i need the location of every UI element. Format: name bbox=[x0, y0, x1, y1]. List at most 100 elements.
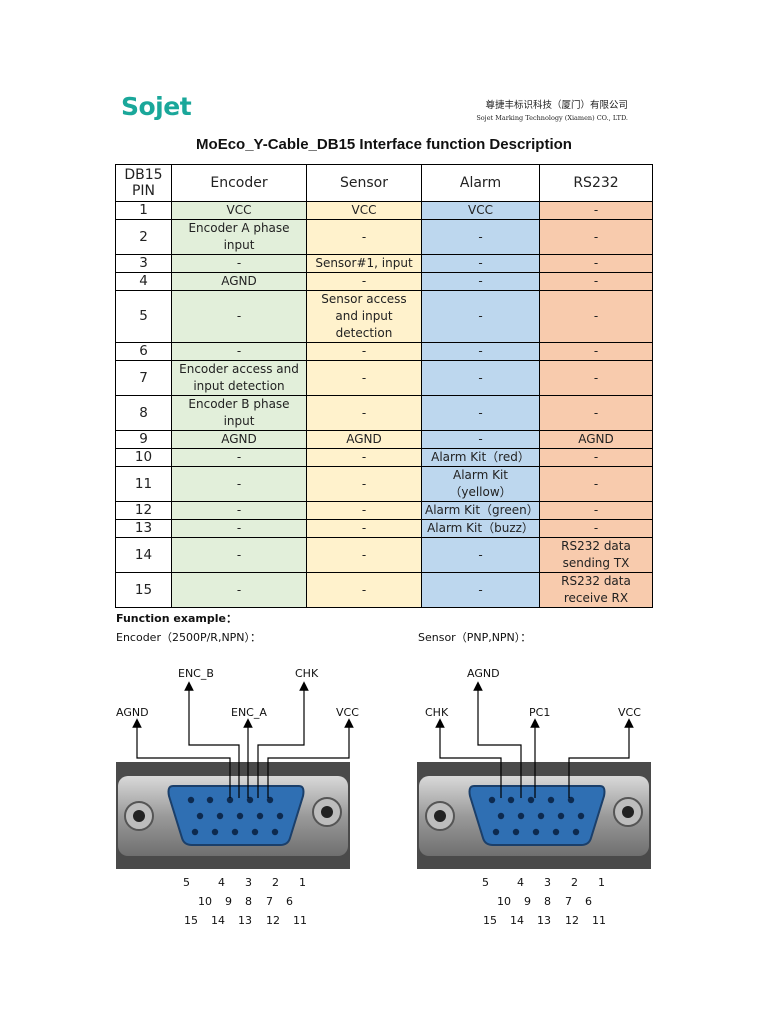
pin-number-label: 10 bbox=[497, 895, 511, 908]
pin-number-label: 15 bbox=[483, 914, 497, 927]
table-row: 11--Alarm Kit（yellow）- bbox=[115, 466, 653, 502]
rs232-cell: - bbox=[539, 272, 653, 291]
table-row: 5-Sensor access and input detection-- bbox=[115, 290, 653, 343]
encoder-cell: - bbox=[171, 342, 307, 361]
pin-number-label: 10 bbox=[198, 895, 212, 908]
document-title: MoEco_Y-Cable_DB15 Interface function De… bbox=[196, 136, 572, 153]
enc-label-enc-a: ENC_A bbox=[231, 706, 267, 719]
alarm-cell: - bbox=[421, 537, 540, 573]
sensor-cell: - bbox=[306, 466, 422, 502]
sensor-cell: - bbox=[306, 501, 422, 520]
pin-number-cell: 5 bbox=[115, 290, 172, 343]
encoder-wiring bbox=[132, 681, 354, 798]
pin-number-label: 8 bbox=[245, 895, 252, 908]
sen-label-vcc: VCC bbox=[618, 706, 641, 719]
pin-number-cell: 1 bbox=[115, 201, 172, 220]
alarm-cell: Alarm Kit（green） bbox=[421, 501, 540, 520]
pin-number-label: 9 bbox=[225, 895, 232, 908]
alarm-cell: - bbox=[421, 360, 540, 396]
sensor-cell: - bbox=[306, 395, 422, 431]
sensor-cell: AGND bbox=[306, 430, 422, 449]
alarm-cell: - bbox=[421, 430, 540, 449]
alarm-cell: - bbox=[421, 254, 540, 273]
pin-number-label: 7 bbox=[565, 895, 572, 908]
sen-label-agnd: AGND bbox=[467, 667, 500, 680]
encoder-connector-image bbox=[116, 762, 350, 869]
encoder-cell: - bbox=[171, 537, 307, 573]
pin-number-label: 3 bbox=[544, 876, 551, 889]
pin-number-label: 3 bbox=[245, 876, 252, 889]
pin-number-label: 5 bbox=[183, 876, 190, 889]
sensor-socket-holes bbox=[488, 796, 585, 836]
rs232-cell: - bbox=[539, 254, 653, 273]
pin-number-label: 1 bbox=[598, 876, 605, 889]
pin-number-label: 14 bbox=[211, 914, 225, 927]
pin-number-cell: 14 bbox=[115, 537, 172, 573]
encoder-cell: - bbox=[171, 572, 307, 608]
pin-number-cell: 13 bbox=[115, 519, 172, 538]
pin-number-label: 4 bbox=[218, 876, 225, 889]
pin-number-label: 2 bbox=[571, 876, 578, 889]
table-row: 6---- bbox=[115, 342, 653, 361]
pin-number-label: 14 bbox=[510, 914, 524, 927]
pin-number-label: 5 bbox=[482, 876, 489, 889]
pin-number-label: 6 bbox=[585, 895, 592, 908]
pin-number-cell: 9 bbox=[115, 430, 172, 449]
rs232-cell: - bbox=[539, 290, 653, 343]
sensor-cell: - bbox=[306, 360, 422, 396]
rs232-cell: - bbox=[539, 342, 653, 361]
encoder-cell: - bbox=[171, 519, 307, 538]
sen-label-chk: CHK bbox=[425, 706, 449, 719]
encoder-cell: - bbox=[171, 466, 307, 502]
encoder-cell: AGND bbox=[171, 272, 307, 291]
pin-number-cell: 11 bbox=[115, 466, 172, 502]
encoder-cell: VCC bbox=[171, 201, 307, 220]
rs232-cell: - bbox=[539, 395, 653, 431]
alarm-cell: Alarm Kit（red） bbox=[421, 448, 540, 467]
pin-number-cell: 6 bbox=[115, 342, 172, 361]
company-name-en: Sojet Marking Technology (Xiamen) CO., L… bbox=[476, 114, 628, 122]
rs232-cell: - bbox=[539, 448, 653, 467]
company-name: 尊捷丰标识科技（厦门）有限公司 Sojet Marking Technology… bbox=[476, 97, 628, 122]
pin-number-label: 4 bbox=[517, 876, 524, 889]
rs232-cell: - bbox=[539, 519, 653, 538]
sensor-cell: - bbox=[306, 572, 422, 608]
encoder-cell: - bbox=[171, 290, 307, 343]
pin-number-label: 12 bbox=[565, 914, 579, 927]
encoder-cell: Encoder A phase input bbox=[171, 219, 307, 255]
sensor-cell: - bbox=[306, 537, 422, 573]
sensor-cell: - bbox=[306, 519, 422, 538]
pin-number-label: 7 bbox=[266, 895, 273, 908]
company-logo: Sojet bbox=[121, 92, 192, 121]
rs232-cell: - bbox=[539, 501, 653, 520]
pin-number-cell: 8 bbox=[115, 395, 172, 431]
pin-number-label: 11 bbox=[293, 914, 307, 927]
header-encoder: Encoder bbox=[171, 164, 307, 202]
sensor-example-title: Sensor（PNP,NPN）： bbox=[418, 631, 532, 644]
rs232-cell: - bbox=[539, 201, 653, 220]
sensor-cell: - bbox=[306, 448, 422, 467]
pin-number-cell: 2 bbox=[115, 219, 172, 255]
rs232-cell: - bbox=[539, 219, 653, 255]
pin-number-label: 12 bbox=[266, 914, 280, 927]
encoder-cell: - bbox=[171, 254, 307, 273]
pin-number-label: 2 bbox=[272, 876, 279, 889]
encoder-example-title: Encoder（2500P/R,NPN）： bbox=[116, 631, 262, 644]
pin-number-cell: 10 bbox=[115, 448, 172, 467]
sensor-cell: Sensor access and input detection bbox=[306, 290, 422, 343]
table-row: 13--Alarm Kit（buzz）- bbox=[115, 519, 653, 538]
sen-label-pc1: PC1 bbox=[529, 706, 551, 719]
function-example-label: Function example： bbox=[116, 612, 237, 625]
pin-number-label: 11 bbox=[592, 914, 606, 927]
alarm-cell: Alarm Kit（yellow） bbox=[421, 466, 540, 502]
encoder-cell: AGND bbox=[171, 430, 307, 449]
sensor-cell: VCC bbox=[306, 201, 422, 220]
alarm-cell: - bbox=[421, 572, 540, 608]
enc-label-enc-b: ENC_B bbox=[178, 667, 214, 680]
